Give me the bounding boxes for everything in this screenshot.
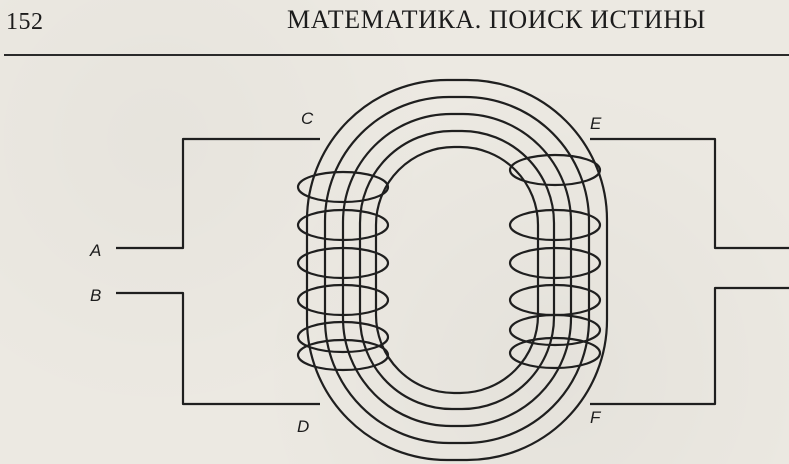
primary-wire-b <box>116 291 320 406</box>
primary-coil <box>296 170 390 372</box>
primary-coil-turn <box>296 283 390 317</box>
secondary-coil-turn <box>508 313 602 347</box>
secondary-coil <box>508 153 602 370</box>
secondary-coil-turn <box>508 208 602 242</box>
secondary-wire-f <box>590 286 789 406</box>
core-ring-2 <box>323 95 591 445</box>
secondary-coil-turn <box>508 153 602 187</box>
core-ring-5 <box>374 145 540 395</box>
primary-coil-turn <box>296 208 390 242</box>
running-title: МАТЕМАТИКА. ПОИСК ИСТИНЫ <box>287 5 706 34</box>
core-ring-1 <box>305 78 609 462</box>
primary-coil-turn <box>296 338 390 372</box>
label-b: B <box>90 286 101 305</box>
primary-coil-turn <box>296 320 390 354</box>
secondary-wire-e <box>590 137 789 250</box>
label-d: D <box>297 417 309 436</box>
core-ring-3 <box>341 112 573 428</box>
secondary-coil-turn <box>508 336 602 370</box>
primary-coil-turn <box>296 170 390 204</box>
label-f: F <box>590 408 602 427</box>
label-a: A <box>89 241 101 260</box>
label-c: C <box>301 109 314 128</box>
page-number: 152 <box>6 9 44 35</box>
page-header: 152 МАТЕМАТИКА. ПОИСК ИСТИНЫ <box>0 0 789 50</box>
primary-coil-turn <box>296 246 390 280</box>
core-ring-4 <box>358 129 556 411</box>
transformer-diagram: A B C D E F <box>89 78 789 462</box>
label-e: E <box>590 114 602 133</box>
transformer-figure: A B C D E F <box>0 60 789 464</box>
primary-wire-a <box>116 137 320 250</box>
secondary-coil-turn <box>508 246 602 280</box>
header-rule <box>4 54 789 56</box>
